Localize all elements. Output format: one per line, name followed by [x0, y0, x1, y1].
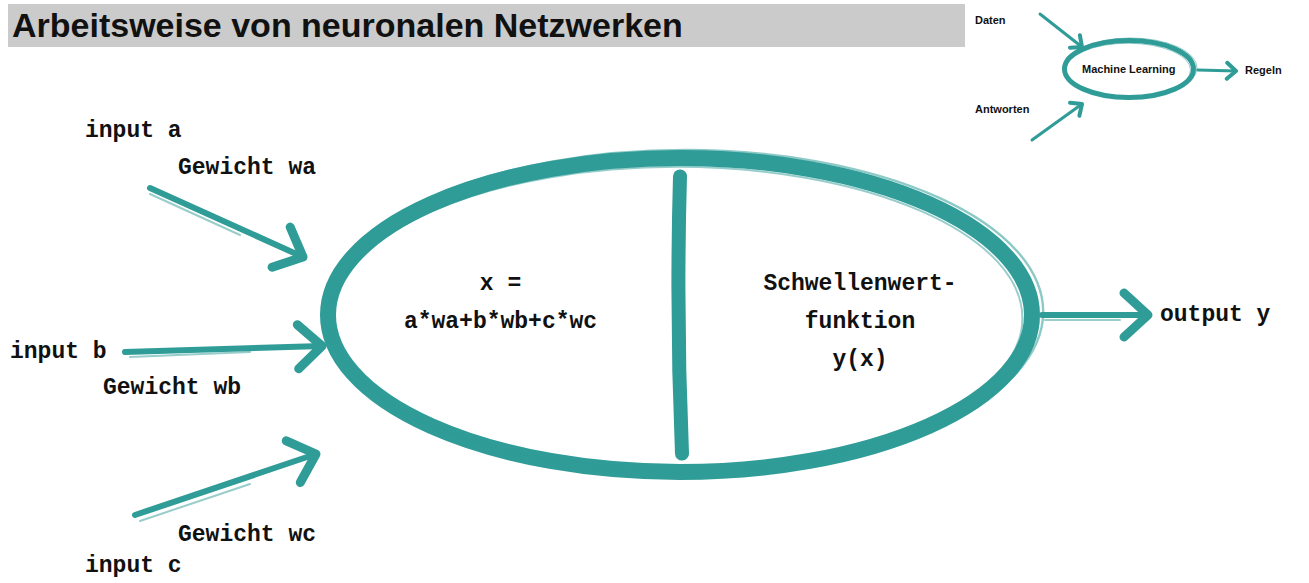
weight-name: Gewicht wb: [103, 375, 241, 401]
brush-trace: [1066, 43, 1191, 97]
brush-trace: [150, 194, 240, 235]
mini-arrow: [1198, 70, 1236, 71]
input-name: input a: [85, 118, 182, 144]
brush-trace: [140, 484, 250, 521]
output-name: output y: [1160, 302, 1270, 328]
sum-formula: x = a*wa+b*wb+c*wc: [398, 265, 603, 341]
ml-ellipse: Machine Learning: [1062, 38, 1196, 100]
input-arrow: [125, 346, 322, 352]
page-title: Arbeitsweise von neuronalen Netzwerken: [8, 4, 965, 47]
ellipse-stroke: [328, 158, 1032, 472]
neuron-ellipse: x = a*wa+b*wb+c*wc Schwellenwert- funktio…: [320, 150, 1040, 480]
mini-arrows: [1032, 14, 1236, 140]
brush-trace: [1045, 319, 1120, 321]
input-arrow: [135, 454, 316, 515]
weight-name: Gewicht wc: [178, 522, 316, 548]
input-name: input c: [85, 553, 182, 579]
input-name: input b: [10, 339, 107, 365]
brush-trace: [331, 167, 1022, 470]
output-label: Regeln: [1245, 63, 1282, 77]
input-label: Antworten: [975, 102, 1029, 116]
brush-trace: [326, 150, 1043, 474]
divider-line: [678, 176, 682, 453]
threshold-function: Schwellenwert- funktion y(x): [761, 265, 959, 379]
mini-arrow: [1032, 104, 1082, 140]
output-arrow: [1042, 312, 1148, 318]
node-text: Machine Learning: [1082, 62, 1176, 76]
weight-name: Gewicht wa: [178, 155, 316, 181]
brush-trace: [1064, 38, 1197, 98]
input-arrow: [150, 188, 303, 257]
title-bar: Arbeitsweise von neuronalen Netzwerken: [8, 4, 965, 47]
input-label: Daten: [975, 13, 1006, 27]
mini-arrow: [1040, 14, 1082, 47]
brush-trace: [130, 352, 250, 357]
ellipse-stroke: [1065, 41, 1194, 98]
